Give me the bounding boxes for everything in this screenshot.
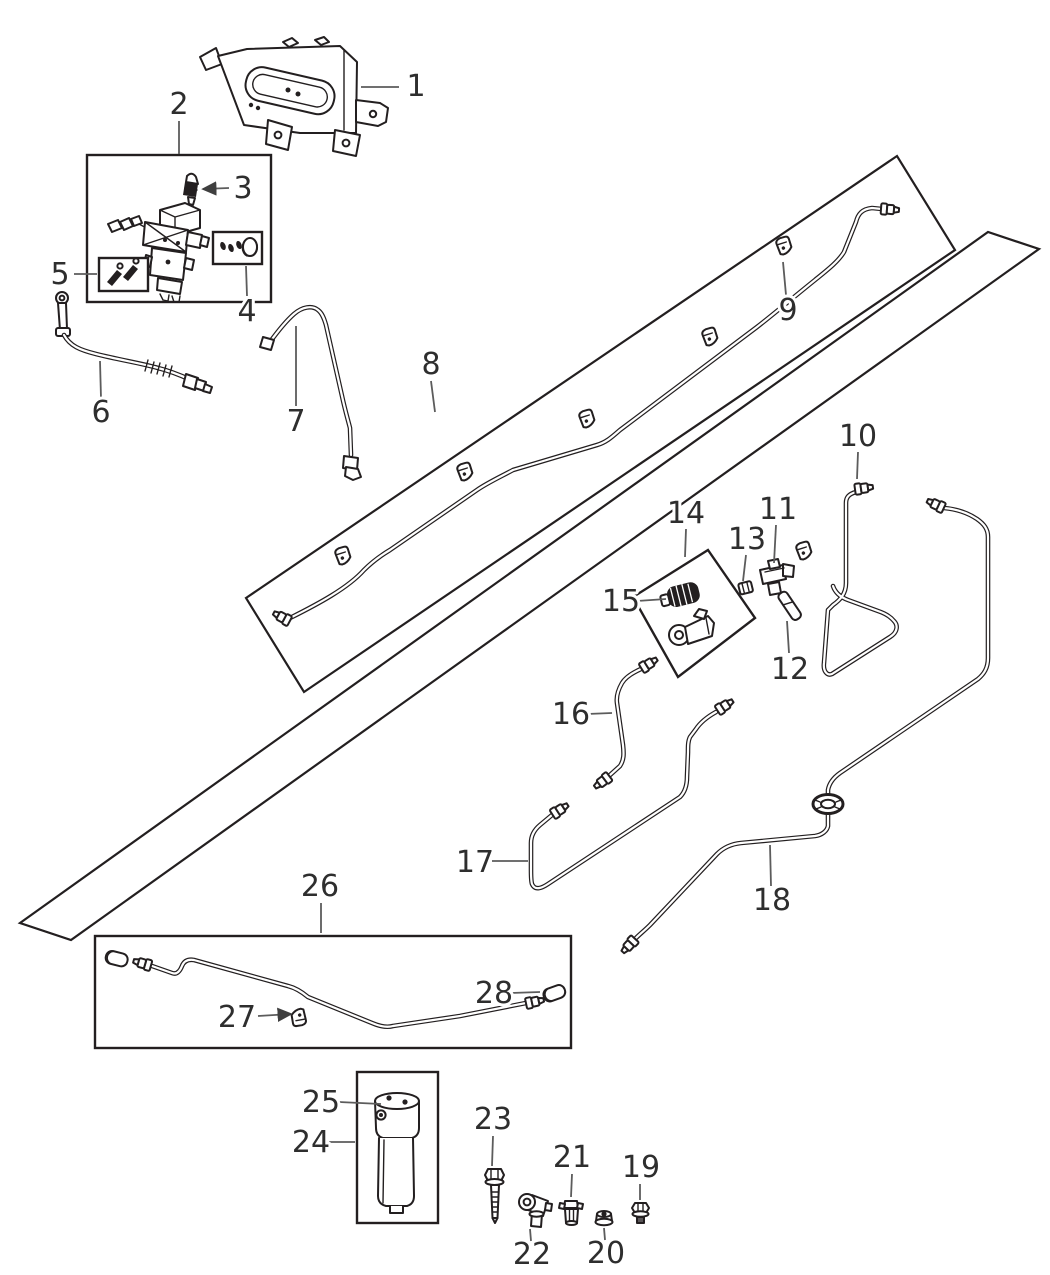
callout-label-12: 12 [771,652,809,687]
callout-leader-21 [570,1173,573,1198]
callout-label-20: 20 [587,1236,625,1271]
part-23-bolt [484,1168,505,1224]
part-17-tube [528,695,737,891]
callout-label-14: 14 [667,496,705,531]
part-25-fuel-filter [374,1092,420,1214]
part-7-tube [259,304,362,481]
callout-label-8: 8 [421,347,440,382]
callout-leader-4 [245,265,248,297]
callout-label-21: 21 [553,1140,591,1175]
callout-leader-15 [636,598,667,602]
part-11-tee-fitting [759,558,795,596]
callout-label-15: 15 [602,584,640,619]
retainer-clip-icon [791,537,817,563]
part-12-hose-stub [777,590,802,621]
callout-label-6: 6 [91,395,110,430]
callout-label-24: 24 [292,1125,330,1160]
callout-leader-20 [603,1227,606,1241]
callout-label-26: 26 [301,869,339,904]
callout-leader-3 [201,181,230,196]
callout-leader-25 [338,1101,382,1105]
part-26-kit-box [93,934,573,1050]
callout-label-22: 22 [513,1237,551,1272]
part-22-elbow-connector [518,1193,553,1228]
callout-leader-27 [257,1007,293,1023]
callout-label-9: 9 [778,293,797,328]
part-21-fitting [558,1200,584,1226]
callout-label-11: 11 [759,492,797,527]
reference-plane-line-8 [244,154,957,694]
part-16-tube [590,653,661,793]
callout-leader-9 [782,261,787,296]
callout-label-16: 16 [552,697,590,732]
part-5-kit-box [97,256,150,293]
callout-label-4: 4 [237,294,256,329]
callout-label-17: 17 [456,845,494,880]
part-3-sensor [183,172,199,206]
part-20-nut [594,1210,614,1227]
callout-label-25: 25 [302,1085,340,1120]
callout-leader-11 [773,524,777,564]
part-26-tube [103,948,546,1030]
part-8-fuel-line [270,202,901,628]
callout-label-7: 7 [286,404,305,439]
callout-leader-8 [430,380,436,413]
callout-label-19: 19 [622,1150,660,1185]
callout-leader-14 [684,528,687,558]
part-15-valves [659,582,715,646]
callout-label-27: 27 [218,1000,256,1035]
part-10-tube [821,480,899,677]
callout-leader-18 [769,844,772,887]
part-18-fuel-line [617,494,991,957]
callout-leader-28 [510,991,541,994]
callout-leader-10 [856,451,859,480]
part-19-bolt [631,1202,650,1224]
callout-label-1: 1 [406,69,425,104]
callout-label-5: 5 [50,257,69,292]
callout-label-18: 18 [753,883,791,918]
part-14-kit-box [631,548,757,679]
callout-leader-23 [491,1135,494,1167]
part-4-seal-kit [220,237,259,257]
part-13-nut [737,580,754,596]
reference-plane-large [17,230,1042,942]
callout-label-28: 28 [475,976,513,1011]
part-2-pump-assembly [107,202,210,303]
part-5-fitting-kit [107,257,140,286]
callout-label-3: 3 [233,171,252,206]
part-1-bracket [199,36,389,157]
callout-leader-6 [99,360,102,399]
callout-label-2: 2 [169,87,188,122]
callout-leader-22 [529,1228,532,1242]
callout-leader-16 [586,712,613,715]
part-18-grommet [811,793,845,815]
callout-label-13: 13 [728,522,766,557]
callout-leader-12 [786,620,790,654]
callout-leader-13 [742,554,747,582]
callout-label-10: 10 [839,419,877,454]
part-6-hose [55,291,213,394]
callout-label-23: 23 [474,1102,512,1137]
